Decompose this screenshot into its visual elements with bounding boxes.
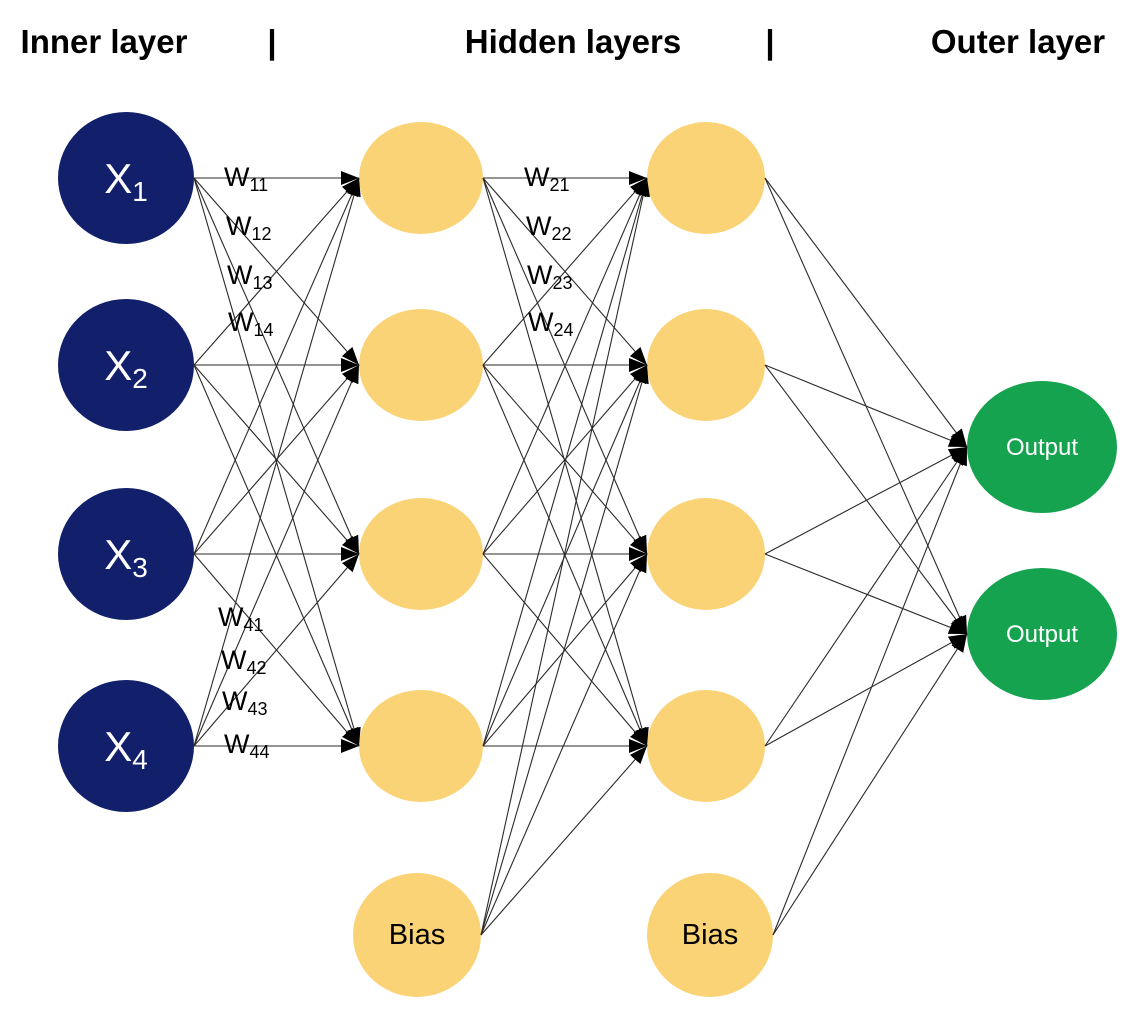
edge-h23-o2: [764, 553, 968, 635]
input-node-x2: [58, 299, 194, 431]
node-label-x1: X1: [104, 155, 148, 207]
weight-label-w11: W11: [224, 162, 268, 195]
hidden-node-h22: [647, 309, 765, 421]
edge-h22-o1: [764, 364, 968, 448]
header-hidden-layers: Hidden layers: [465, 23, 681, 60]
bias-node-b1: [353, 873, 481, 997]
edge-h14-h23: [482, 553, 648, 747]
node-label-x3: X3: [104, 531, 148, 583]
weight-label-w21: W21: [524, 162, 570, 195]
bias-node-b2: [647, 873, 773, 997]
node-label-o2: Output: [1006, 621, 1078, 648]
edge-h24-o1: [764, 446, 968, 747]
input-node-x3: [58, 488, 194, 620]
weight-label-w13: W13: [227, 260, 273, 293]
edges-group: [193, 171, 968, 936]
header-inner-layer: Inner layer: [21, 23, 188, 60]
header-separator-1: |: [267, 23, 276, 60]
hidden-node-h11: [359, 122, 483, 234]
hidden-node-h14: [359, 690, 483, 802]
edge-h14-h22: [482, 364, 648, 747]
edge-b1-h22: [480, 364, 649, 936]
edge-x4-h11: [193, 177, 361, 747]
hidden-node-h24: [647, 690, 765, 802]
edge-h23-o1: [764, 446, 968, 555]
edge-h13-h22: [482, 364, 648, 555]
edge-b1-h21: [480, 177, 650, 936]
node-label-x4: X4: [104, 723, 148, 775]
edge-b2-o2: [772, 633, 968, 936]
hidden-node-h21: [647, 122, 765, 234]
edge-b1-h24: [480, 745, 648, 936]
edge-b1-h23: [480, 553, 648, 936]
output-node-o1: [967, 381, 1117, 513]
header-separator-2: |: [765, 23, 774, 60]
edge-h21-o1: [764, 177, 968, 448]
edge-h14-h21: [482, 177, 649, 747]
hidden-node-h23: [647, 498, 765, 610]
edge-x4-h12: [193, 364, 360, 747]
hidden-node-h13: [359, 498, 483, 610]
weight-label-w43: W43: [222, 686, 268, 719]
edge-x3-h12: [193, 364, 360, 555]
node-label-b1: Bias: [389, 919, 445, 951]
edge-x3-h11: [193, 177, 360, 555]
node-label-o1: Output: [1006, 434, 1078, 461]
weight-label-w41: W41: [218, 602, 264, 635]
weight-label-w23: W23: [527, 260, 573, 293]
header-outer-layer: Outer layer: [931, 23, 1105, 60]
output-node-o2: [967, 568, 1117, 700]
input-node-x1: [58, 112, 194, 244]
node-label-x2: X2: [104, 342, 148, 394]
edge-x2-h11: [193, 177, 360, 366]
edge-h12-h21: [482, 177, 648, 366]
weight-label-w44: W44: [224, 729, 270, 762]
hidden-node-h12: [359, 309, 483, 421]
edge-h13-h21: [482, 177, 648, 555]
edge-x4-h13: [193, 553, 360, 747]
edge-b2-o1: [772, 446, 968, 936]
weight-label-w42: W42: [221, 645, 267, 678]
weight-label-w24: W24: [528, 307, 574, 340]
header-row: Inner layer | Hidden layers | Outer laye…: [21, 23, 1106, 60]
edge-h24-o2: [764, 633, 968, 747]
weight-label-w14: W14: [228, 307, 274, 340]
input-node-x4: [58, 680, 194, 812]
weight-label-w12: W12: [226, 211, 272, 244]
weight-label-w22: W22: [526, 211, 572, 244]
node-label-b2: Bias: [682, 919, 738, 951]
edge-h22-o2: [764, 364, 968, 635]
